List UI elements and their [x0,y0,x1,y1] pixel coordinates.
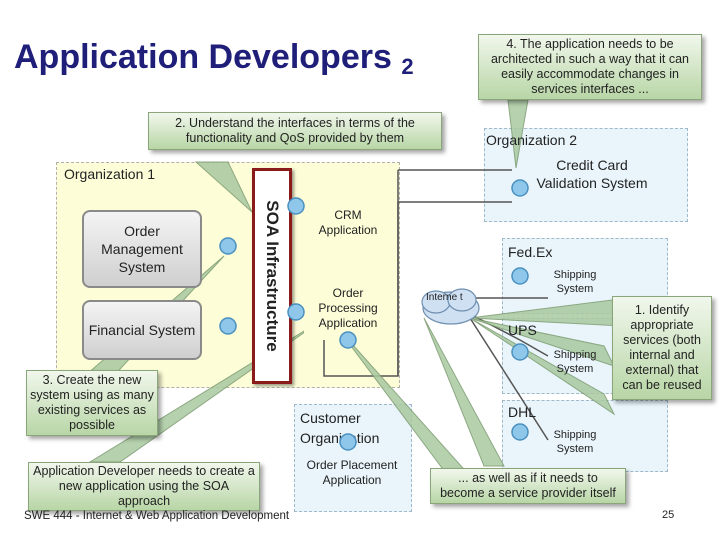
organization-2-label: Organization 2 [486,132,578,148]
slide-title: Application Developers 2 [14,38,414,79]
callout-create-new-system: 3. Create the new system using as many e… [26,370,158,436]
crm-application: CRM Application [304,198,392,248]
internet-cloud-icon [421,288,480,325]
endpoint-order-placement [339,433,357,451]
internet-label: Interne t [426,292,463,303]
fedex-shipping-system: Shipping System [553,269,597,295]
credit-card-validation-system: Credit Card Validation System [536,157,648,191]
endpoint-financial [219,317,237,335]
footer-text: SWE 444 - Internet & Web Application Dev… [24,510,290,522]
financial-system: Financial System [82,300,202,360]
page-number: 25 [662,509,675,521]
endpoint-soa-bottom [287,303,305,321]
callout-identify-services: 1. Identify appropriate services (both i… [612,296,712,400]
endpoint-ups [511,343,529,361]
fedex-label: Fed.Ex [508,244,553,260]
callout-architecture-changes: 4. The application needs to be architect… [478,34,702,100]
endpoint-order-management [219,237,237,255]
callout-developer-needs: Application Developer needs to create a … [28,462,260,511]
order-placement-application: Order Placement Application [306,458,398,487]
endpoint-fedex [511,267,529,285]
customer-organization-label: Customer Organization [300,410,380,446]
customer-organization-region [294,404,412,512]
endpoint-order-processing [339,331,357,349]
dhl-label: DHL [508,404,537,420]
organization-1-label: Organization 1 [64,166,156,182]
callout-service-provider: ... as well as if it needs to become a s… [430,468,626,504]
endpoint-credit-card [511,179,529,197]
title-number: 2 [401,54,414,79]
callout-understand-interfaces: 2. Understand the interfaces in terms of… [148,112,442,150]
ups-shipping-system: Shipping System [553,349,597,375]
endpoint-soa-top [287,197,305,215]
soa-infrastructure-bar: SOA Infrastructure [252,168,292,384]
ups-label: UPS [508,322,537,338]
title-text: Application Developers [14,38,392,76]
dhl-shipping-system: Shipping System [553,429,597,455]
order-management-system: Order Management System [82,210,202,288]
order-processing-application: Order Processing Application [304,280,392,336]
endpoint-dhl [511,423,529,441]
